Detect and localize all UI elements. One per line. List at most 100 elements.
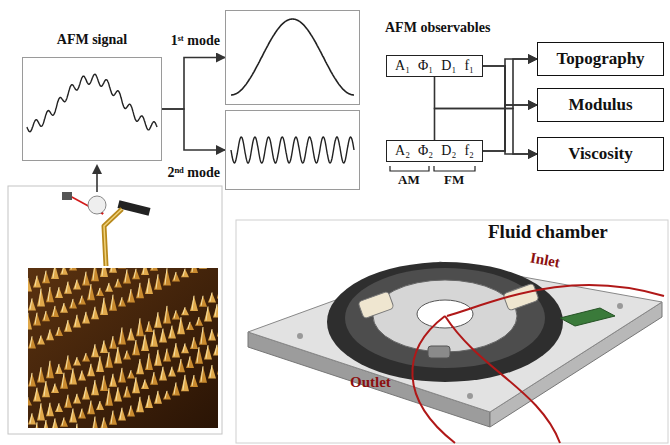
surface-spike	[172, 382, 180, 395]
surface-spike	[105, 352, 113, 368]
spike-highlight	[48, 287, 50, 301]
surface-spike	[37, 403, 45, 420]
surface-spike	[127, 406, 135, 417]
surface-spike	[204, 306, 212, 321]
spike-highlight	[152, 372, 154, 384]
spike-highlight	[75, 280, 77, 289]
surface-spike	[51, 306, 59, 317]
spike-highlight	[156, 391, 158, 403]
surface-spike	[132, 377, 140, 393]
port-label: Inlet	[529, 250, 561, 272]
flow-connector	[483, 66, 537, 154]
spike-highlight	[165, 268, 167, 284]
spike-highlight	[44, 311, 46, 320]
fluid-chamber-frame	[236, 220, 668, 443]
spike-highlight	[98, 356, 100, 371]
spike-highlight	[116, 387, 118, 400]
spike-highlight	[129, 370, 131, 377]
surface-spike	[208, 293, 216, 303]
spike-highlight	[179, 359, 181, 371]
spike-highlight	[35, 276, 37, 287]
surface-spike	[87, 364, 95, 376]
surface-spike	[105, 388, 113, 406]
surface-spike	[46, 403, 54, 416]
surface-spike	[33, 422, 41, 428]
spike-highlight	[53, 306, 55, 316]
surface-spike	[51, 268, 59, 279]
surface-spike	[181, 343, 189, 353]
output-label: Viscosity	[568, 144, 633, 164]
output-box: Modulus	[537, 88, 664, 122]
spike-highlight	[165, 306, 167, 323]
surface-spike	[69, 408, 77, 422]
surface-spike	[177, 317, 185, 334]
spike-highlight	[66, 320, 68, 331]
spike-highlight	[80, 370, 82, 379]
spike-highlight	[192, 375, 194, 386]
spike-highlight	[134, 340, 136, 354]
observable-symbol: A₁	[395, 56, 410, 76]
surface-spike	[100, 298, 108, 315]
surface-spike	[190, 296, 198, 311]
spike-highlight	[134, 269, 136, 278]
spike-highlight	[197, 347, 199, 363]
flow-connector	[483, 59, 537, 151]
spike-highlight	[138, 283, 140, 297]
spike-highlight	[89, 284, 91, 299]
spike-highlight	[188, 356, 190, 367]
spike-highlight	[206, 345, 208, 358]
spike-highlight	[107, 388, 109, 405]
spike-highlight	[84, 353, 86, 360]
surface-spike	[87, 284, 95, 300]
surface-spike	[199, 327, 207, 345]
surface-spike	[208, 365, 216, 379]
surface-spike	[100, 417, 108, 428]
spike-highlight	[174, 343, 176, 356]
surface-spike	[100, 268, 108, 277]
surface-spike	[190, 337, 198, 349]
spike-highlight	[107, 352, 109, 367]
surface-spike	[64, 355, 72, 369]
spike-highlight	[116, 279, 118, 287]
surface-spike	[154, 350, 162, 366]
surface-spike	[208, 329, 216, 340]
surface-spike	[73, 424, 81, 428]
surface-spike	[217, 319, 218, 337]
surface-spike	[60, 417, 68, 426]
spike-highlight	[120, 368, 122, 382]
spike-highlight	[80, 409, 82, 418]
spike-highlight	[147, 395, 149, 407]
surface-spike	[73, 357, 81, 365]
cantilever-sketch	[62, 192, 150, 266]
observable-symbol: Φ₂	[418, 141, 433, 161]
spike-highlight	[192, 296, 194, 310]
observable-symbol: A₂	[395, 141, 410, 161]
flow-connector	[162, 58, 225, 110]
spike-highlight	[138, 318, 140, 335]
flow-connector	[162, 109, 225, 150]
surface-spike	[105, 283, 113, 292]
spike-highlight	[71, 408, 73, 421]
surface-spike	[51, 384, 59, 393]
surface-spike	[132, 340, 140, 355]
spike-highlight	[89, 401, 91, 414]
spike-highlight	[66, 355, 68, 368]
surface-spike	[114, 387, 122, 401]
spike-highlight	[48, 361, 50, 377]
spike-highlight	[57, 364, 59, 373]
spike-highlight	[134, 377, 136, 392]
spike-highlight	[75, 424, 77, 428]
surface-spike	[154, 391, 162, 404]
afm-signal-wave	[27, 74, 157, 132]
spike-highlight	[152, 330, 154, 346]
surface-spike	[28, 298, 36, 310]
surface-spike	[91, 307, 99, 319]
spike-highlight	[129, 328, 131, 339]
surface-spike	[78, 370, 86, 380]
surface-spike	[195, 347, 203, 364]
spike-highlight	[102, 417, 104, 428]
spike-highlight	[44, 420, 46, 428]
spike-highlight	[192, 337, 194, 348]
spike-highlight	[84, 272, 86, 285]
spike-highlight	[147, 353, 149, 369]
